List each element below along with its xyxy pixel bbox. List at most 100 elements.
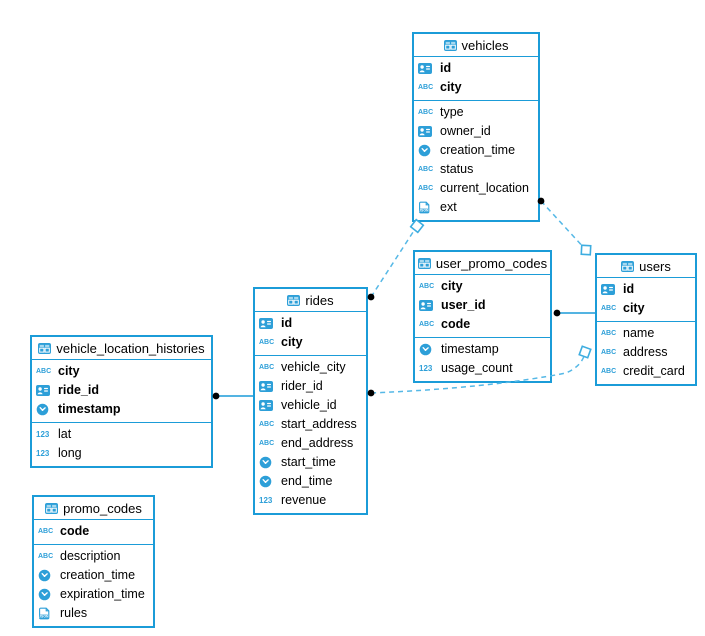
field-row-rider_id[interactable]: rider_id [255, 377, 366, 396]
field-name: start_address [281, 416, 357, 431]
field-row-creation_time[interactable]: creation_time [414, 141, 538, 160]
abc-icon: ABC [601, 330, 617, 337]
field-name: city [281, 334, 303, 349]
id-card-icon [418, 126, 436, 137]
field-row-timestamp[interactable]: timestamp [415, 340, 550, 359]
table-header[interactable]: rides [255, 289, 366, 311]
relationship-square-endpoint [580, 244, 592, 256]
field-row-usage_count[interactable]: 123 usage_count [415, 359, 550, 378]
field-row-creation_time[interactable]: creation_time [34, 566, 153, 585]
relationship-dot-endpoint [367, 389, 375, 397]
table-title: rides [305, 292, 334, 308]
table-header[interactable]: user_promo_codes [415, 252, 550, 274]
field-row-user_id[interactable]: user_id [415, 296, 550, 315]
relationship-dot-endpoint [212, 392, 220, 400]
table-header[interactable]: vehicles [414, 34, 538, 56]
numeric-icon: 123 [259, 495, 273, 505]
id-card-icon [419, 300, 437, 311]
field-name: long [58, 445, 82, 460]
table-title: vehicle_location_histories [56, 340, 205, 356]
clock-icon [418, 144, 436, 157]
field-row-id[interactable]: id [255, 314, 366, 333]
field-row-owner_id[interactable]: owner_id [414, 122, 538, 141]
id-card-icon [601, 284, 619, 295]
abc-icon: ABC [418, 84, 434, 91]
table-header[interactable]: users [597, 255, 695, 277]
field-row-start_time[interactable]: start_time [255, 453, 366, 472]
table-icon [621, 260, 635, 272]
table-title: users [639, 258, 671, 274]
field-name: end_time [281, 473, 333, 488]
field-row-vehicle_id[interactable]: vehicle_id [255, 396, 366, 415]
abc-icon: ABC [259, 339, 275, 346]
field-row-timestamp[interactable]: timestamp [32, 400, 211, 419]
field-row-id[interactable]: id [597, 280, 695, 299]
field-name: usage_count [441, 360, 513, 375]
relationship-dot-endpoint [553, 309, 561, 317]
field-row-end_address[interactable]: ABC end_address [255, 434, 366, 453]
clock-icon [38, 569, 56, 582]
table-header[interactable]: promo_codes [34, 497, 153, 519]
field-name: vehicle_city [281, 359, 346, 374]
table-icon [417, 257, 431, 269]
field-row-end_time[interactable]: end_time [255, 472, 366, 491]
abc-icon: ABC [418, 166, 434, 173]
field-row-id[interactable]: id [414, 59, 538, 78]
field-name: timestamp [58, 401, 121, 416]
field-name: user_id [441, 297, 486, 312]
abc-icon: ABC [38, 528, 54, 535]
field-name: city [623, 300, 645, 315]
field-row-ride_id[interactable]: ride_id [32, 381, 211, 400]
numeric-icon: 123 [419, 363, 433, 373]
abc-icon: ABC [38, 553, 54, 560]
field-row-city[interactable]: ABC city [255, 333, 366, 352]
field-name: creation_time [60, 567, 136, 582]
field-name: id [281, 315, 293, 330]
numeric-icon: 123 [36, 429, 50, 439]
table-header[interactable]: vehicle_location_histories [32, 337, 211, 359]
field-name: ride_id [58, 382, 99, 397]
table-icon [38, 342, 52, 354]
table-icon [45, 502, 59, 514]
field-name: end_address [281, 435, 354, 450]
field-name: revenue [281, 492, 327, 507]
field-name: timestamp [441, 341, 499, 356]
field-row-expiration_time[interactable]: expiration_time [34, 585, 153, 604]
fields-section: timestamp 123 usage_count [415, 337, 550, 381]
field-row-revenue[interactable]: 123 revenue [255, 491, 366, 510]
relationship-square-endpoint [578, 345, 592, 359]
abc-icon: ABC [259, 440, 275, 447]
relationship-line-rides-vehicles [370, 225, 418, 298]
json-icon: JSON [418, 201, 436, 214]
id-card-icon [259, 381, 277, 392]
